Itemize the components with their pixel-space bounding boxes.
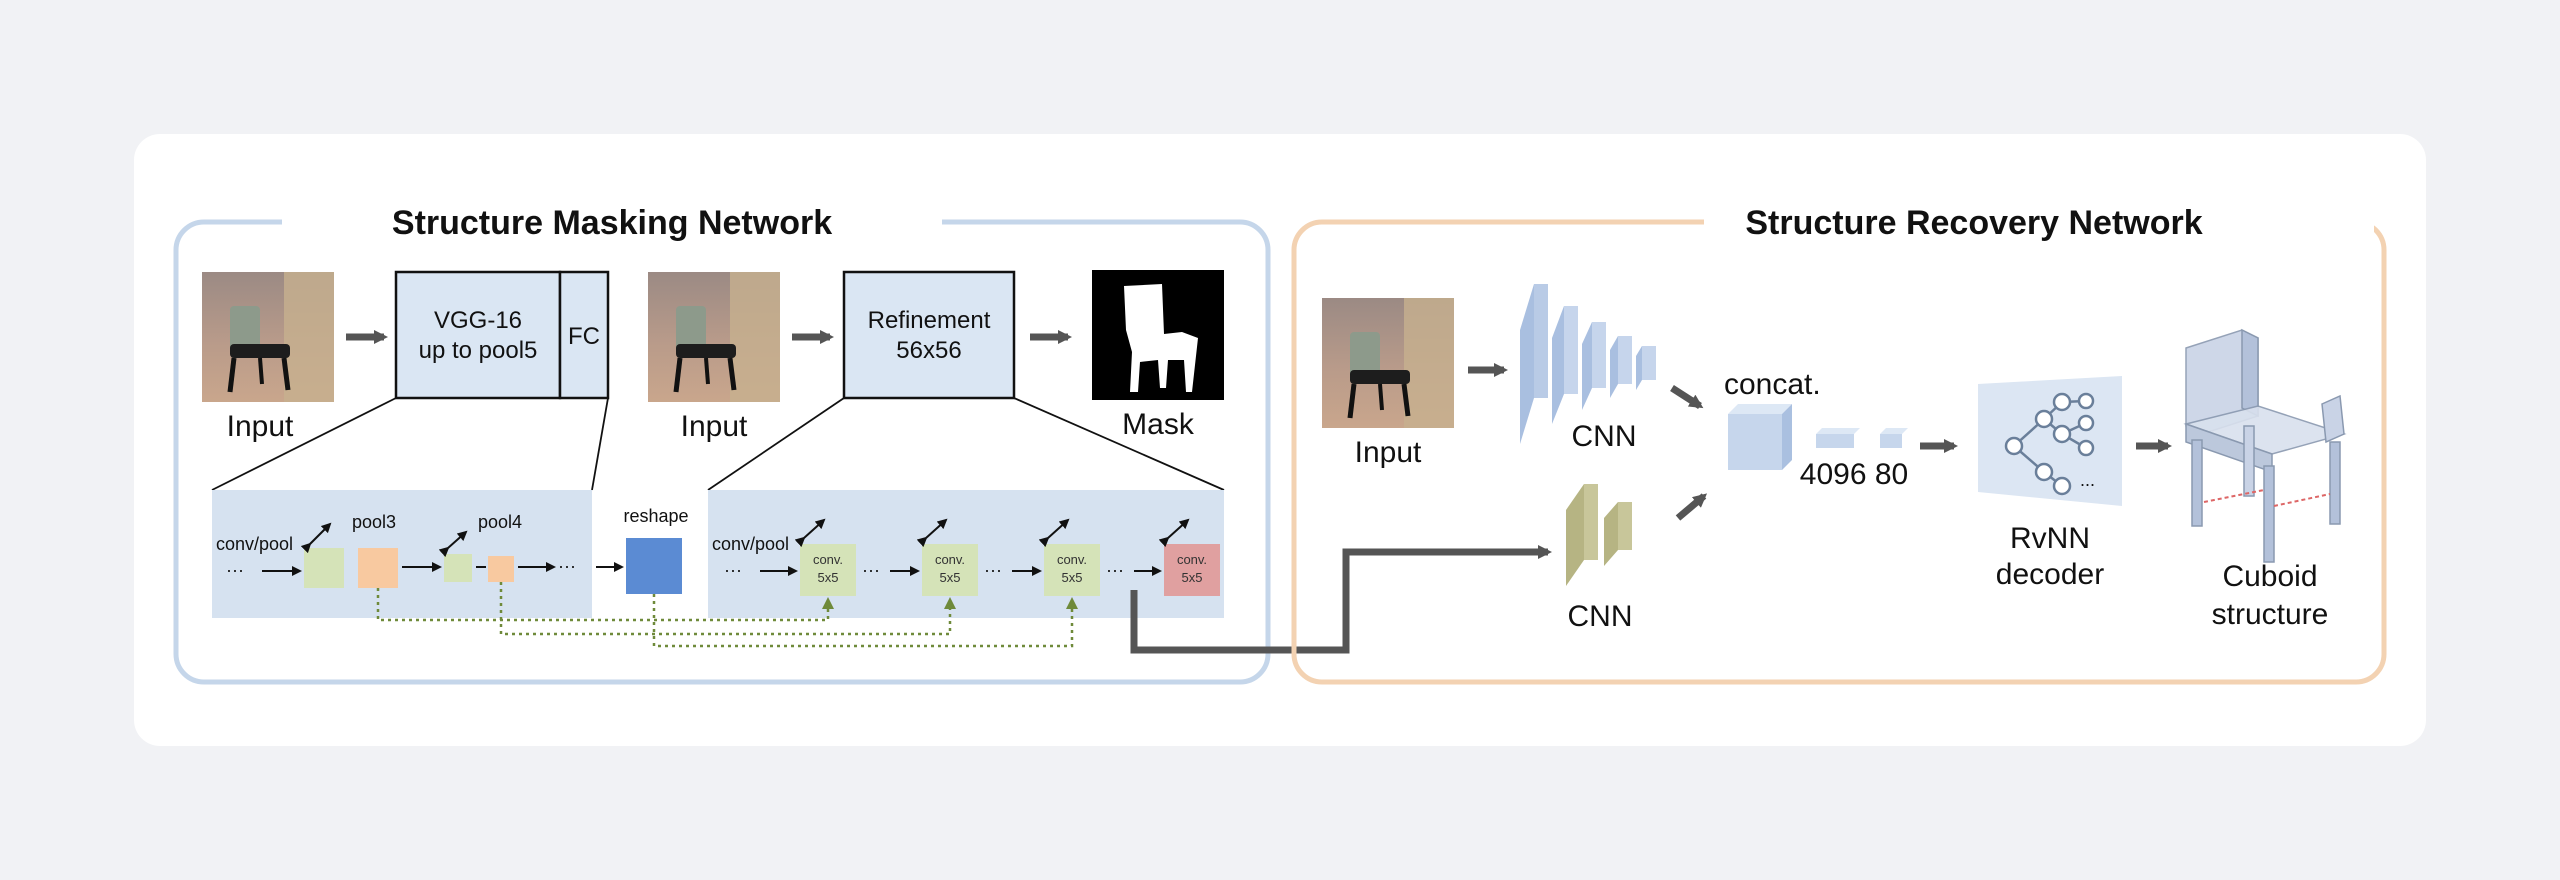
- cuboid-label-2: structure: [2212, 598, 2329, 631]
- masking-title: Structure Masking Network: [392, 204, 832, 242]
- projection-line: [1013, 397, 1225, 491]
- cuboid-label-1: Cuboid: [2222, 560, 2317, 593]
- fc-80-layer: [1880, 428, 1908, 448]
- svg-text:conv.: conv.: [1057, 552, 1087, 567]
- reshape-block: [626, 538, 682, 594]
- cnn-bottom-stack: [1566, 484, 1632, 586]
- pool3-block: [358, 548, 398, 588]
- cnn-top-label: CNN: [1572, 420, 1637, 453]
- fc-label: FC: [568, 323, 600, 350]
- projection-line: [591, 397, 609, 491]
- structure-recovery-network: Structure Recovery Network Input CNN: [1291, 204, 2387, 685]
- ellipsis: ···: [558, 556, 576, 576]
- conv5x5-block-3: conv. 5x5: [1044, 544, 1100, 596]
- resize-arrow: [1038, 518, 1070, 548]
- ellipsis: ···: [226, 560, 244, 580]
- cuboid-structure: [2183, 328, 2347, 563]
- svg-text:conv.: conv.: [813, 552, 843, 567]
- resize-arrow: [300, 522, 332, 554]
- conv5x5-block-2: conv. 5x5: [922, 544, 978, 596]
- decoder-ellipsis: ...: [2080, 470, 2095, 490]
- recovery-input-image: [1322, 298, 1454, 428]
- cnn-bottom-label: CNN: [1568, 600, 1633, 633]
- pool3-label: pool3: [352, 512, 396, 532]
- recovery-title: Structure Recovery Network: [1745, 204, 2202, 242]
- conv5x5-block-1: conv. 5x5: [800, 544, 856, 596]
- fc-box: [558, 270, 610, 400]
- rvnn-decoder: ...: [1978, 376, 2122, 506]
- resize-arrow: [438, 530, 468, 558]
- decoder-label-2: decoder: [1996, 558, 2104, 591]
- resize-arrow: [1158, 518, 1190, 548]
- arrow-cnn-top-concat: [1670, 385, 1704, 409]
- recovery-input-label: Input: [1355, 436, 1422, 469]
- projection-line: [211, 397, 397, 491]
- ellipsis: ···: [1106, 560, 1124, 580]
- vgg-detail-strip: [212, 490, 592, 618]
- ellipsis: ···: [724, 560, 742, 580]
- ellipsis: ···: [862, 560, 880, 580]
- conv-block-green-small: [444, 554, 472, 582]
- network-diagram: Structure Masking Network Input VGG-16 u…: [173, 204, 2387, 685]
- conv5x5-output-block: conv. 5x5: [1164, 544, 1220, 596]
- conv-block-green: [304, 548, 344, 588]
- input-image-1: [202, 272, 334, 402]
- reshape-label: reshape: [623, 506, 688, 526]
- resize-arrow: [794, 518, 826, 548]
- diagram-card: Structure Masking Network Input VGG-16 u…: [134, 134, 2426, 746]
- mask-label: Mask: [1122, 408, 1195, 441]
- arrow-cnn-bottom-concat: [1675, 493, 1708, 521]
- fc-4096-layer: [1816, 428, 1860, 448]
- refinement-label: Refinement: [868, 307, 991, 334]
- svg-text:5x5: 5x5: [818, 570, 839, 585]
- vgg16-label: VGG-16: [434, 307, 522, 334]
- vgg16-box: [394, 270, 562, 400]
- input-image-2: [648, 272, 780, 402]
- concat-label: concat.: [1724, 368, 1821, 401]
- input-label-2: Input: [681, 410, 748, 443]
- concat-cube: [1728, 404, 1792, 470]
- decoder-label-1: RvNN: [2010, 522, 2090, 555]
- resize-arrow: [916, 518, 948, 548]
- pool4-block: [488, 556, 514, 582]
- convpool-label-1: conv/pool: [216, 534, 293, 554]
- svg-text:conv.: conv.: [1177, 552, 1207, 567]
- skip-connections: [376, 582, 1078, 648]
- structure-masking-network: Structure Masking Network Input VGG-16 u…: [173, 204, 1552, 685]
- mask-image: [1092, 270, 1224, 400]
- svg-text:5x5: 5x5: [1062, 570, 1083, 585]
- projection-line: [707, 397, 845, 491]
- refinement-sublabel: 56x56: [896, 337, 961, 364]
- mask-to-cnn-arrow: [1130, 545, 1552, 654]
- vgg16-sublabel: up to pool5: [419, 337, 538, 364]
- input-label-1: Input: [227, 410, 294, 443]
- svg-text:conv.: conv.: [935, 552, 965, 567]
- cnn-top-stack: [1520, 284, 1656, 444]
- convpool-label-2: conv/pool: [712, 534, 789, 554]
- svg-text:5x5: 5x5: [1182, 570, 1203, 585]
- svg-text:5x5: 5x5: [940, 570, 961, 585]
- refinement-box: [842, 270, 1016, 400]
- ellipsis: ···: [984, 560, 1002, 580]
- feature-dims-label: 4096 80: [1800, 458, 1908, 491]
- pool4-label: pool4: [478, 512, 522, 532]
